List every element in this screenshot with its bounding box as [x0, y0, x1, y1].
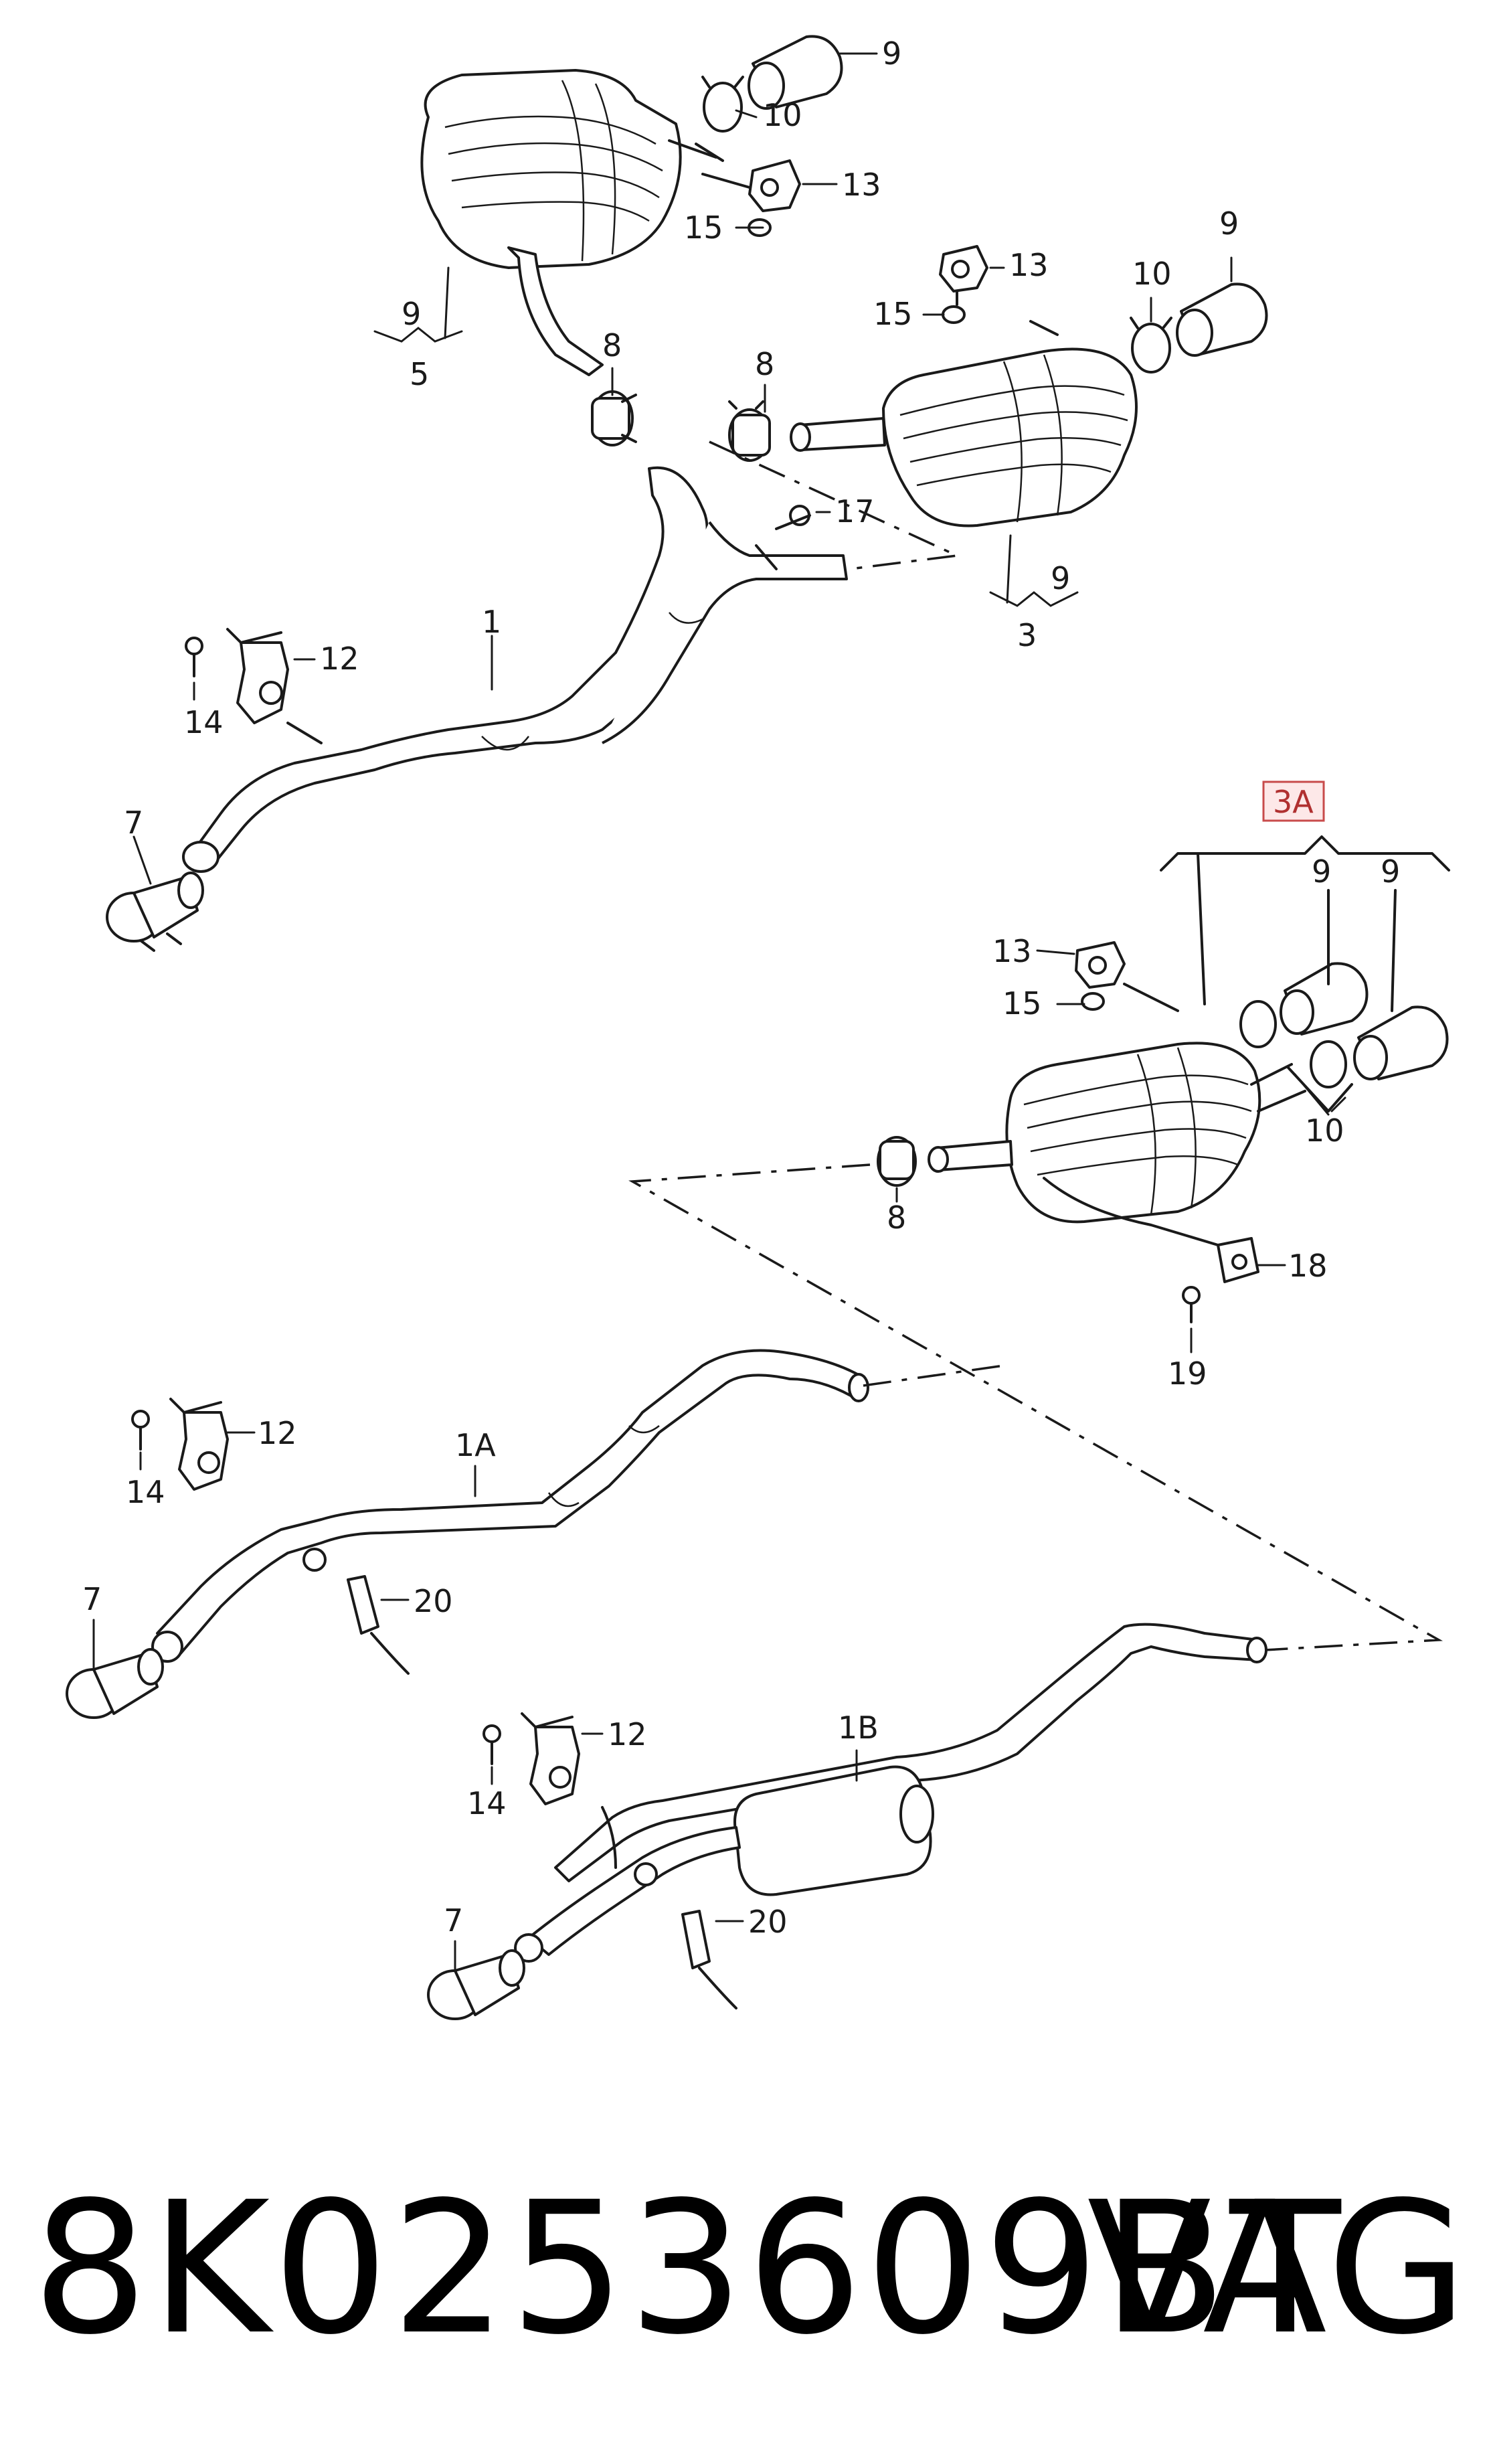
bolt-19 [1182, 1286, 1201, 1323]
label-18: 18 [1288, 1248, 1328, 1284]
label-9-top: 9 [882, 35, 901, 72]
label-9-muffler5: 9 [402, 296, 421, 332]
label-15-3A: 15 [1002, 985, 1042, 1021]
label-13-top: 13 [842, 167, 881, 203]
label-12-1B: 12 [608, 1716, 647, 1752]
brace-3A [1043, 1177, 1219, 1246]
label-1: 1 [482, 604, 501, 640]
clamp-10-3A-right [1310, 1040, 1347, 1088]
hanger-12-1A [131, 1398, 229, 1491]
clamp-10-right [1130, 317, 1172, 374]
label-13-3A: 13 [992, 933, 1032, 969]
label-3A-box [1262, 781, 1325, 822]
bracket-17 [775, 505, 811, 530]
label-1B: 1B [838, 1710, 879, 1746]
label-7-top: 7 [124, 805, 143, 841]
bracket-18 [1217, 1237, 1259, 1283]
hanger-12-top [185, 628, 323, 744]
label-10-right: 10 [1132, 256, 1172, 292]
pipe-1B-split [527, 1826, 741, 1956]
rear-muffler-3A [1005, 1042, 1306, 1224]
label-7-1B: 7 [444, 1902, 463, 1939]
hanger-13-3A [1075, 941, 1179, 1012]
label-3: 3 [1017, 617, 1037, 653]
label-20-1A: 20 [414, 1583, 453, 1619]
label-15-top: 15 [684, 210, 723, 246]
label-8-left: 8 [602, 327, 622, 363]
tailpipe-9-3A-right [1353, 1005, 1449, 1080]
part-number: 8K0253609BT [32, 2163, 1344, 2375]
label-9-right: 9 [1219, 206, 1239, 242]
center-muffler-3 [882, 347, 1138, 527]
label-3A: 3A [1273, 784, 1314, 820]
label-12-top: 12 [320, 641, 359, 677]
brand-name: VAG [1087, 2163, 1470, 2375]
sensor-20-1A [302, 1548, 410, 1675]
tailpipe-9-right [1176, 282, 1268, 357]
label-9-muffler3: 9 [1051, 560, 1070, 596]
pipe-muffler5-outlet [507, 246, 604, 376]
clamp-7-1A [66, 1648, 164, 1719]
clamp-8-3A [877, 1136, 917, 1187]
label-9-3A-right: 9 [1381, 853, 1400, 890]
label-14-1A: 14 [126, 1474, 165, 1510]
label-14-top: 14 [184, 704, 224, 740]
label-17: 17 [835, 493, 875, 529]
label-8-3A: 8 [887, 1200, 906, 1236]
label-1A: 1A [455, 1427, 496, 1463]
clamp-7-1B [427, 1949, 525, 2020]
callout-labels: 9 10 13 15 9 5 8 8 17 13 15 10 9 9 3 1 1… [82, 35, 1400, 1940]
pipe-muffler3-inlet [798, 417, 886, 451]
tailpipe-9-top [748, 35, 843, 110]
catalyst-1B [733, 1765, 934, 1896]
hanger-12-1B [483, 1712, 617, 1869]
label-5: 5 [410, 356, 429, 392]
y-pipe-1 [182, 466, 848, 873]
label-19: 19 [1168, 1356, 1207, 1392]
leader-lines [92, 52, 1346, 1973]
label-12-1A: 12 [258, 1415, 297, 1451]
bracket-3A [1160, 835, 1450, 872]
label-7-1A: 7 [82, 1581, 102, 1617]
label-20-1B: 20 [748, 1904, 788, 1940]
muffler5-tailpipe-stub [668, 139, 717, 159]
label-14-1B: 14 [467, 1785, 507, 1821]
label-9-3A-left: 9 [1312, 853, 1331, 890]
rear-muffler-5 [420, 69, 682, 269]
label-15-right: 15 [873, 296, 913, 332]
label-8-right: 8 [755, 346, 774, 382]
connection-lines [628, 440, 1443, 1651]
clamp-8-right [728, 400, 771, 462]
clamp-7-top [106, 872, 204, 952]
hanger-13-right [939, 245, 1059, 336]
clamp-10-top [701, 76, 744, 133]
front-pipe-1A [151, 1349, 869, 1663]
clamp-10-3A-left [1239, 1000, 1277, 1048]
clamp-8-left [591, 390, 637, 446]
label-10-top: 10 [763, 97, 802, 133]
sensor-20-1B [634, 1862, 737, 2009]
label-10-3A: 10 [1305, 1113, 1344, 1149]
tailpipe-9-3A-left [1280, 962, 1369, 1036]
label-13-right: 13 [1009, 247, 1049, 283]
